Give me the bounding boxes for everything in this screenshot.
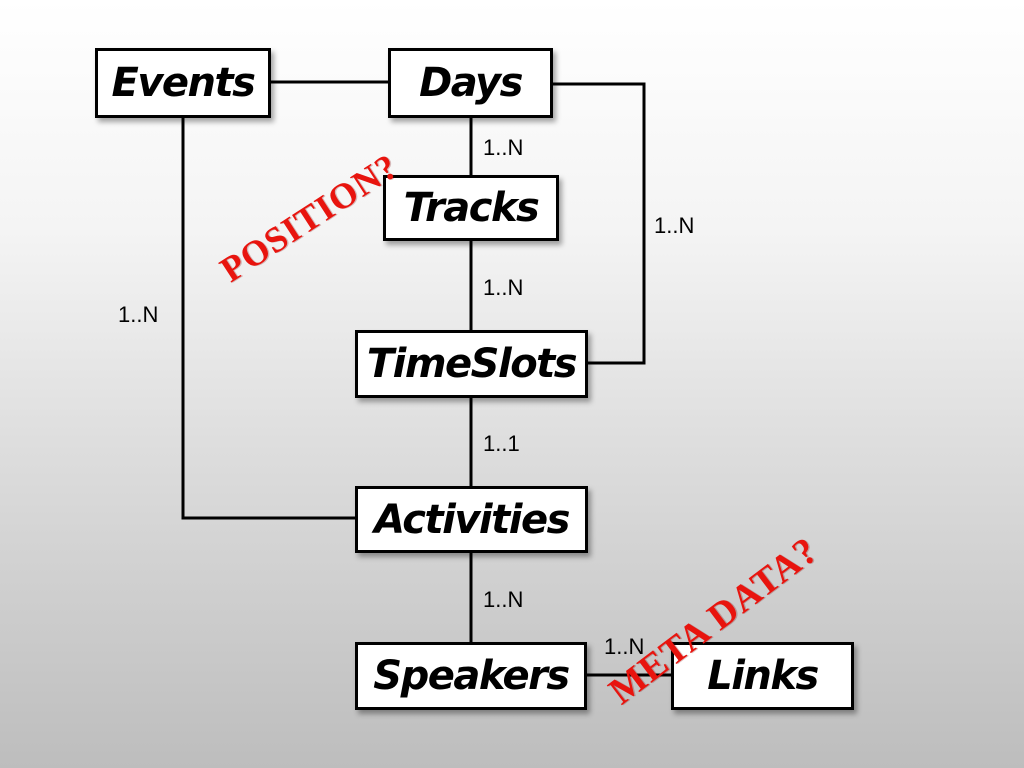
edge-events-activities: [181, 117, 356, 520]
entity-activities: Activities: [355, 486, 588, 553]
entity-speakers: Speakers: [355, 642, 587, 710]
cardinality-days-timeslots: 1..N: [654, 213, 695, 238]
cardinality-speakers-links: 1..N: [604, 634, 645, 659]
edge-days-timeslots: [552, 82, 646, 365]
cardinality-days-tracks: 1..N: [483, 135, 524, 160]
entity-tracks: Tracks: [383, 175, 559, 241]
entity-days: Days: [388, 48, 553, 118]
entity-events: Events: [95, 48, 271, 118]
cardinality-timeslots-activities: 1..1: [483, 431, 520, 456]
cardinality-activities-speakers: 1..N: [483, 587, 524, 612]
entity-timeslots: TimeSlots: [355, 330, 588, 398]
cardinality-events-activities: 1..N: [118, 302, 159, 327]
entity-links: Links: [671, 642, 854, 710]
cardinality-tracks-timeslots: 1..N: [483, 275, 524, 300]
